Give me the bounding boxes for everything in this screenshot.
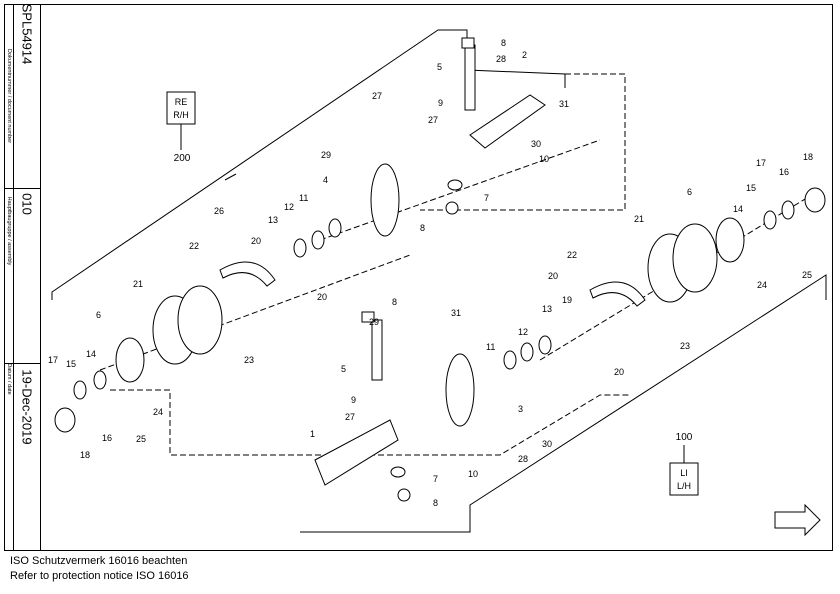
protection-notice-de: ISO Schutzvermerk 16016 beachten xyxy=(10,555,188,567)
re-hand-label: R/H xyxy=(173,110,189,120)
callout: 8 xyxy=(420,223,425,233)
callout: 8 xyxy=(501,38,506,48)
assembly-outline-li xyxy=(469,274,827,520)
callout: 11 xyxy=(299,193,308,203)
callout: 11 xyxy=(486,342,495,352)
kingpin-upper xyxy=(464,44,476,111)
callout: 16 xyxy=(102,433,112,443)
callout: 27 xyxy=(428,115,438,125)
callout: 22 xyxy=(567,250,577,260)
callout: 24 xyxy=(153,407,163,417)
callout-numbers: 1 2 3 4 5 5 6 6 7 7 8 8 8 8 9 9 10 10 11… xyxy=(48,38,813,508)
brake-shoe-upper xyxy=(219,261,276,287)
axle-tube-lower xyxy=(314,419,399,486)
protection-notice-en: Refer to protection notice ISO 16016 xyxy=(10,570,189,582)
callout: 31 xyxy=(451,308,461,318)
kingpin-lower xyxy=(371,319,383,381)
callout: 7 xyxy=(433,474,438,484)
callout: 28 xyxy=(518,454,528,464)
callout: 7 xyxy=(484,193,489,203)
dust-cap-left xyxy=(54,407,76,433)
callout: 15 xyxy=(66,359,76,369)
callout: 27 xyxy=(345,412,355,422)
callout: 6 xyxy=(687,187,692,197)
direction-arrow-icon xyxy=(774,503,821,537)
callout: 3 xyxy=(518,404,523,414)
stub-axle-plate-lower xyxy=(445,353,475,427)
callout: 18 xyxy=(80,450,90,460)
dashed-frame-re xyxy=(420,73,626,211)
axle-tube-upper xyxy=(469,94,546,149)
callout: 6 xyxy=(96,310,101,320)
callout: 10 xyxy=(468,469,478,479)
callout: 9 xyxy=(438,98,443,108)
dust-cap-right xyxy=(804,187,826,213)
callout: 17 xyxy=(48,355,58,365)
re-assembly-number: 200 xyxy=(174,153,191,164)
callout: 16 xyxy=(779,167,789,177)
li-group-box: LI L/H 100 xyxy=(669,432,699,496)
callout: 8 xyxy=(392,297,397,307)
callout: 21 xyxy=(133,279,143,289)
callout: 23 xyxy=(680,341,690,351)
callout: 14 xyxy=(86,349,96,359)
callout: 20 xyxy=(614,367,624,377)
callout: 8 xyxy=(433,498,438,508)
li-assembly-number: 100 xyxy=(676,432,693,443)
li-hand-label: L/H xyxy=(677,481,691,491)
callout: 18 xyxy=(803,152,813,162)
hub-right xyxy=(715,217,745,263)
li-label: LI xyxy=(680,468,688,478)
callout: 12 xyxy=(518,327,528,337)
callout: 22 xyxy=(189,241,199,251)
re-group-box: RE R/H 200 xyxy=(166,91,196,164)
callout: 30 xyxy=(542,439,552,449)
callout: 29 xyxy=(321,150,331,160)
title-block: Dokumentnummer / document number SPL5491… xyxy=(4,4,41,551)
callout: 9 xyxy=(351,395,356,405)
callout: 27 xyxy=(372,91,382,101)
callout: 26 xyxy=(214,206,224,216)
brake-shoe-lower xyxy=(589,281,646,307)
callout: 5 xyxy=(437,62,442,72)
callout: 17 xyxy=(756,158,766,168)
stub-axle-plate-upper xyxy=(370,163,400,237)
hub-left xyxy=(115,337,145,383)
callout: 20 xyxy=(251,236,261,246)
callout: 13 xyxy=(268,215,278,225)
date-cell: Datum / date 19-Dec-2019 xyxy=(4,363,40,550)
callout: 20 xyxy=(317,292,327,302)
callout: 31 xyxy=(559,99,569,109)
callout: 23 xyxy=(244,355,254,365)
callout: 14 xyxy=(733,204,743,214)
callout: 5 xyxy=(341,364,346,374)
callout: 19 xyxy=(562,295,572,305)
callout: 4 xyxy=(323,175,328,185)
callout: 30 xyxy=(531,139,541,149)
assembly-cell: Hauptbaugruppe / assembly 010 xyxy=(4,189,40,364)
assembly-outline-re xyxy=(51,29,566,300)
callout: 13 xyxy=(542,304,552,314)
callout: 1 xyxy=(310,429,315,439)
callout: 29 xyxy=(369,317,379,327)
callout: 24 xyxy=(757,280,767,290)
callout: 12 xyxy=(284,202,294,212)
callout: 25 xyxy=(802,270,812,280)
document-number-cell: Dokumentnummer / document number SPL5491… xyxy=(4,4,40,189)
callout: 10 xyxy=(539,154,549,164)
callout: 21 xyxy=(634,214,644,224)
callout: 15 xyxy=(746,183,756,193)
callout: 28 xyxy=(496,54,506,64)
callout: 20 xyxy=(548,271,558,281)
drawing-frame xyxy=(4,4,833,551)
callout: 25 xyxy=(136,434,146,444)
re-label: RE xyxy=(175,97,188,107)
callout: 2 xyxy=(522,50,527,60)
